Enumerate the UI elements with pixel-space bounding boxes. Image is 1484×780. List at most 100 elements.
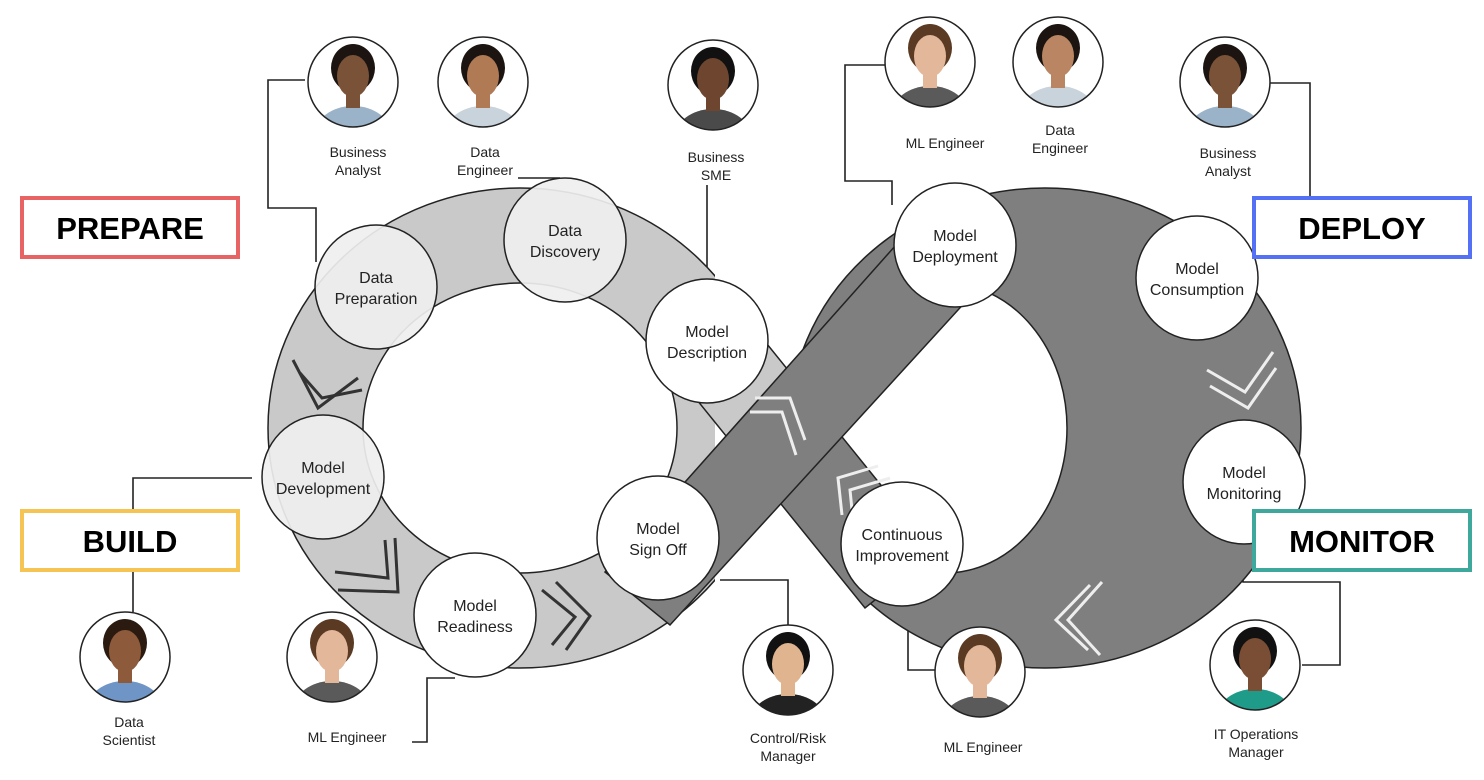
- chevron-arrow-icon: [298, 372, 363, 400]
- role-label: Analyst: [1205, 163, 1251, 179]
- avatar: [287, 612, 377, 702]
- chevron-arrow-icon: [1053, 583, 1092, 652]
- role-label: Manager: [1228, 744, 1284, 760]
- chevron-arrow-icon: [1209, 367, 1278, 410]
- stage-box: [1252, 509, 1472, 572]
- role-label: Scientist: [103, 732, 156, 748]
- avatar: [438, 37, 528, 127]
- node-label: Sign Off: [629, 542, 687, 559]
- chevron-arrow-icon: [541, 588, 578, 646]
- role-ml-engineer-build: ML Engineer: [286, 611, 387, 745]
- chevron-arrow-icon: [1206, 351, 1275, 394]
- chevron-arrow-icon: [554, 580, 592, 651]
- node-label: Model: [685, 324, 729, 341]
- role-label: Business: [1200, 145, 1257, 161]
- node-label: Continuous: [862, 527, 943, 544]
- node-label: Model: [301, 460, 345, 477]
- avatar: [935, 627, 1025, 717]
- role-label: IT Operations: [1214, 726, 1299, 742]
- node-label: Data: [359, 270, 393, 287]
- avatar: [80, 612, 170, 702]
- role-label: Data: [1045, 122, 1075, 138]
- node-label: Readiness: [437, 619, 513, 636]
- stage-build: BUILD: [20, 509, 240, 572]
- stage-box: [20, 196, 240, 259]
- node-circle: [1135, 215, 1259, 341]
- avatar: [1013, 17, 1103, 107]
- node-label: Model: [1175, 261, 1219, 278]
- connector-line: [1270, 82, 1311, 198]
- avatar: [1210, 620, 1300, 710]
- node-circle: [893, 182, 1017, 308]
- roles: BusinessAnalystDataEngineerBusinessSMEML…: [79, 16, 1301, 764]
- stage-label: BUILD: [83, 524, 178, 559]
- avatar: [308, 37, 398, 127]
- role-label: Business: [330, 144, 387, 160]
- role-label: Manager: [760, 748, 816, 764]
- stage-deploy: DEPLOY: [1252, 196, 1472, 259]
- chevron-arrow-icon: [1065, 580, 1104, 657]
- connector-line: [267, 79, 317, 262]
- node-circle: [261, 414, 385, 540]
- node-label: Consumption: [1150, 282, 1244, 299]
- role-label: ML Engineer: [944, 739, 1023, 755]
- node-label: Monitoring: [1207, 486, 1282, 503]
- role-label: ML Engineer: [308, 729, 387, 745]
- role-label: Engineer: [457, 162, 513, 178]
- chevron-arrow-icon: [755, 396, 807, 441]
- role-ml-engineer-deploy: ML Engineer: [884, 16, 985, 151]
- node-label: Model: [933, 228, 977, 245]
- stage-label: MONITOR: [1289, 524, 1435, 559]
- avatar: [1180, 37, 1270, 127]
- node-label: Preparation: [335, 291, 418, 308]
- connector-line: [720, 579, 789, 625]
- node-label: Data: [548, 223, 582, 240]
- role-label: Data: [470, 144, 500, 160]
- stage-box: [1252, 196, 1472, 259]
- stage-labels: PREPARE BUILD DEPLOY MONITOR: [20, 196, 1472, 572]
- flow-chevrons: [291, 351, 1278, 657]
- node-circle: [596, 475, 720, 601]
- node-circle: [314, 224, 438, 350]
- role-label: SME: [701, 167, 731, 183]
- node-circle: [413, 552, 537, 678]
- stage-box: [20, 509, 240, 572]
- role-label: Data: [114, 714, 144, 730]
- node-circle: [645, 278, 769, 404]
- node-circle: [503, 177, 627, 303]
- node-circle: [840, 481, 964, 607]
- node-label: Deployment: [912, 249, 998, 266]
- connector-line: [844, 64, 893, 205]
- node-label: Description: [667, 345, 747, 362]
- role-label: Analyst: [335, 162, 381, 178]
- node-label: Model: [1222, 465, 1266, 482]
- node-label: Development: [276, 481, 371, 498]
- node-label: Improvement: [855, 548, 949, 565]
- connector-line: [412, 677, 455, 743]
- avatar: [668, 40, 758, 130]
- stage-prepare: PREPARE: [20, 196, 240, 259]
- avatar: [885, 17, 975, 107]
- role-label: ML Engineer: [906, 135, 985, 151]
- stage-monitor: MONITOR: [1252, 509, 1472, 572]
- connector-line: [132, 477, 252, 511]
- node-label: Discovery: [530, 244, 600, 261]
- chevron-arrow-icon: [334, 539, 390, 580]
